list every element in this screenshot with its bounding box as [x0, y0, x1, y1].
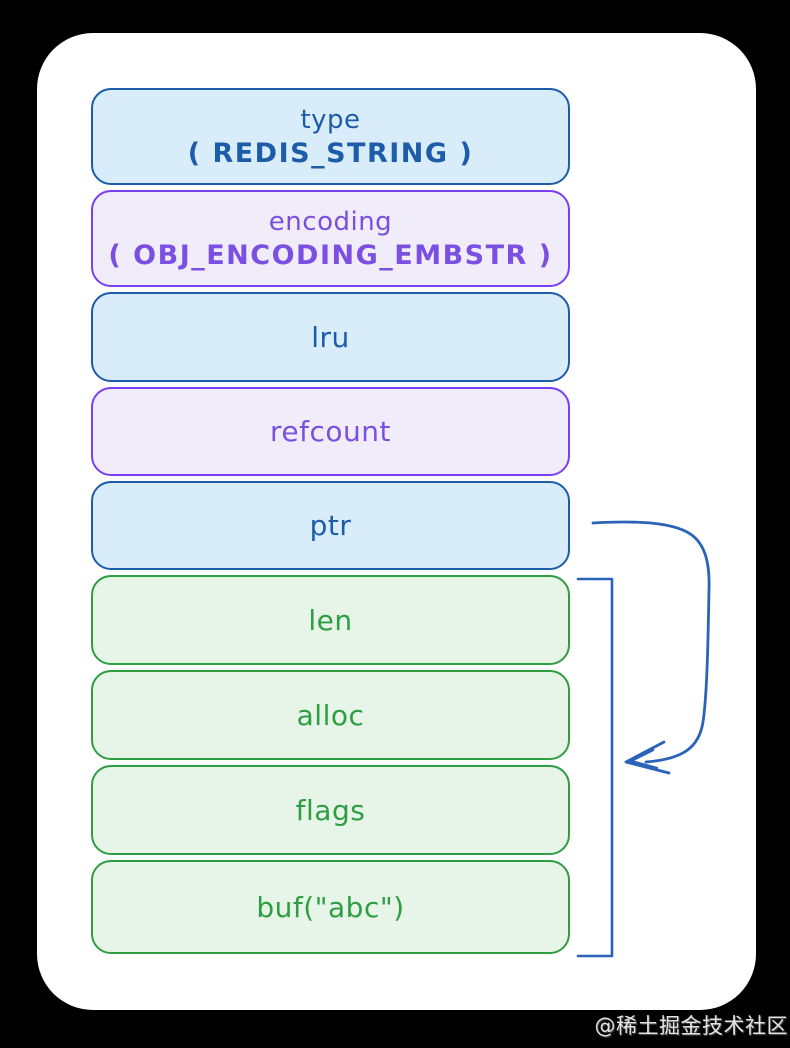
box-len: len: [91, 575, 570, 665]
box-ptr: ptr: [91, 481, 570, 570]
box-type-label: type: [300, 104, 361, 135]
box-type: type ( REDIS_STRING ): [91, 88, 570, 185]
box-alloc-label: alloc: [296, 698, 365, 732]
box-refcount-label: refcount: [270, 415, 391, 448]
redis-object-stack: type ( REDIS_STRING ) encoding ( OBJ_ENC…: [91, 88, 570, 959]
box-type-value: ( REDIS_STRING ): [187, 137, 474, 169]
box-buf-label: buf("abc"): [256, 890, 405, 924]
box-encoding-value: ( OBJ_ENCODING_EMBSTR ): [108, 239, 553, 271]
box-buf: buf("abc"): [91, 860, 570, 954]
box-flags-label: flags: [295, 793, 366, 827]
box-refcount: refcount: [91, 387, 570, 476]
watermark: @稀土掘金技术社区: [594, 1014, 788, 1038]
box-flags: flags: [91, 765, 570, 855]
box-lru: lru: [91, 292, 570, 382]
box-encoding: encoding ( OBJ_ENCODING_EMBSTR ): [91, 190, 570, 287]
box-ptr-label: ptr: [309, 509, 352, 542]
box-lru-label: lru: [311, 320, 350, 354]
box-len-label: len: [308, 603, 353, 637]
box-encoding-label: encoding: [268, 206, 393, 237]
box-alloc: alloc: [91, 670, 570, 760]
